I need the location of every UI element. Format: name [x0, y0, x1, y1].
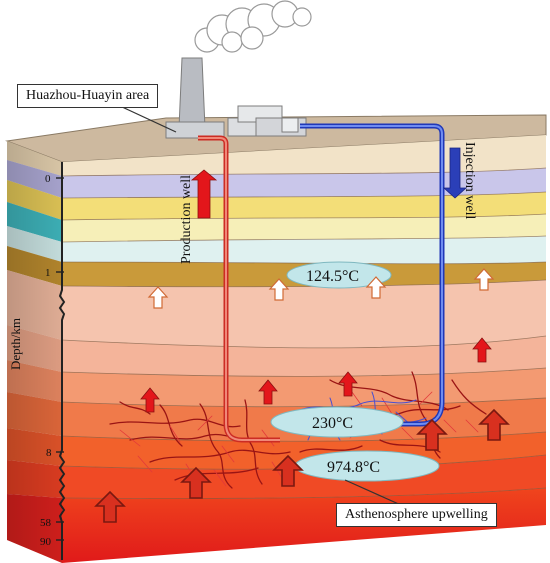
injection-well-label: Injection well: [462, 142, 477, 219]
heat-arrows-hollow: [147, 268, 495, 309]
area-callout-leader: [119, 105, 177, 133]
area-callout: Huazhou-Huayin area: [17, 84, 159, 108]
smoke-cloud: [194, 0, 312, 53]
block-side-face: [7, 141, 62, 563]
heat-arrows-deep: [94, 408, 510, 523]
temp-label-reservoir: 230°C: [312, 415, 353, 432]
depth-tick-90: 90: [40, 536, 52, 548]
injection-down-arrow: [442, 147, 468, 199]
asthenosphere-callout: Asthenosphere upwelling: [336, 503, 497, 527]
temp-zone-reservoir: [270, 406, 404, 438]
production-well-label: Production well: [179, 175, 194, 264]
depth-tick-8: 8: [46, 447, 52, 459]
power-plant: [165, 57, 307, 139]
temp-label-shallow: 124.5°C: [306, 268, 359, 285]
temp-zone-shallow: [286, 261, 392, 289]
depth-tick-1: 1: [45, 267, 51, 279]
heat-arrows-red: [140, 337, 492, 413]
flow-arrows: [190, 147, 468, 219]
temperature-zones: 124.5°C 230°C 974.8°C: [270, 261, 440, 482]
depth-axis-label: Depth/km: [8, 318, 23, 370]
depth-tick-0: 0: [45, 173, 51, 185]
temp-label-deep: 974.8°C: [327, 459, 380, 476]
depth-tick-58: 58: [40, 517, 52, 529]
production-up-arrow: [190, 169, 218, 219]
depth-axis: 0 1 8 58 90 Depth/km: [8, 162, 66, 560]
